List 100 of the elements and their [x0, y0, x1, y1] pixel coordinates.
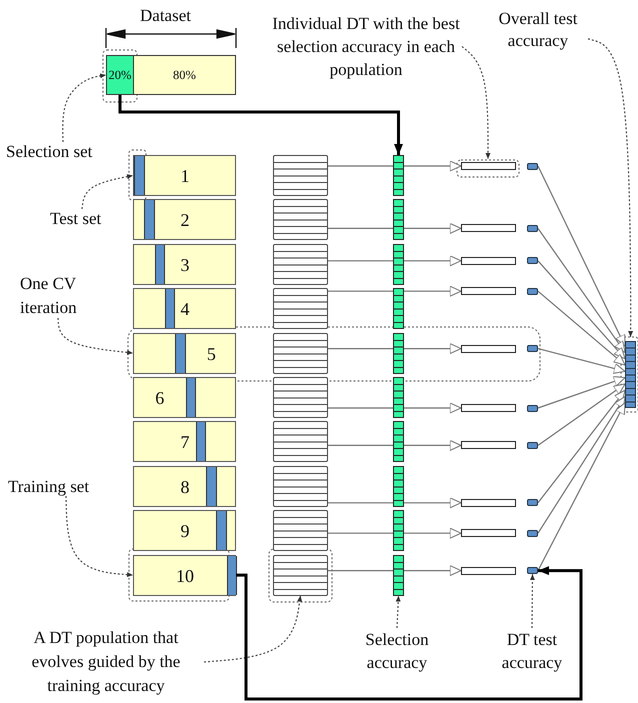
- leader-line: [204, 596, 302, 663]
- fold-row: [133, 466, 236, 507]
- selection-accuracy-column: [393, 466, 404, 507]
- fold-number: 7: [180, 432, 190, 452]
- arrow: [537, 402, 626, 571]
- selection-accuracy-column: [393, 199, 404, 240]
- arrow: [404, 160, 462, 172]
- connector-line: [328, 532, 393, 534]
- annotation-text: A DT population that evolves guided by the training accuracy: [8, 626, 204, 698]
- population-stack: [273, 155, 328, 196]
- annotation-text: One CV iteration: [20, 272, 102, 320]
- fold-row: [133, 510, 236, 552]
- arrow: [538, 290, 626, 366]
- annotation-text: Individual DT with the best selection accuracy in each population: [270, 12, 462, 81]
- decision-tree-bar: [461, 529, 516, 538]
- fold-row: [133, 554, 236, 596]
- leader-line: [462, 46, 490, 159]
- decision-tree-bar: [461, 441, 516, 450]
- decision-tree-bar: [461, 404, 516, 412]
- leader-line: [530, 574, 535, 628]
- arrow: [404, 440, 462, 451]
- arrow: [538, 396, 626, 534]
- test-accuracy-marker: [527, 442, 538, 449]
- fold-number: 5: [206, 344, 216, 364]
- arrow: [538, 348, 626, 374]
- selection-accuracy-column: [393, 155, 404, 196]
- test-accuracy-marker: [527, 345, 538, 352]
- decision-tree-bar: [461, 498, 516, 507]
- arrow: [538, 383, 626, 446]
- annotation-text: Test set: [50, 207, 102, 230]
- arrow: [118, 95, 403, 155]
- test-accuracy-marker: [527, 162, 538, 170]
- arrow: [404, 528, 462, 539]
- population-stack: [273, 466, 328, 507]
- fold-number: 8: [180, 476, 190, 497]
- connector-line: [328, 502, 393, 504]
- arrow: [538, 228, 626, 353]
- selection-accuracy-column: [393, 554, 404, 596]
- arrow: [404, 402, 462, 414]
- arrow: [236, 566, 582, 700]
- fold-number: 4: [180, 299, 190, 320]
- fold-number: 3: [180, 254, 190, 275]
- arrow: [538, 260, 626, 360]
- connector-line: [328, 570, 393, 572]
- fold-number: 10: [176, 566, 194, 586]
- arrow: [404, 343, 462, 354]
- dataset-segment: 80%: [133, 55, 236, 95]
- decision-tree-bar: [461, 344, 516, 353]
- fold-row: [133, 421, 236, 462]
- selection-accuracy-column: [393, 244, 404, 285]
- dataset-segment: 20%: [106, 55, 134, 95]
- connector-line: [328, 348, 393, 350]
- fold-row: [133, 332, 236, 374]
- test-accuracy-marker: [527, 288, 538, 295]
- fold-number: 9: [180, 521, 190, 542]
- fold-row: [133, 377, 236, 418]
- connector-line: [328, 407, 393, 409]
- population-stack: [273, 199, 328, 240]
- population-stack: [273, 288, 328, 330]
- population-stack: [273, 377, 328, 418]
- arrow: [404, 286, 462, 297]
- annotation-text: Selection set: [6, 140, 92, 163]
- selection-accuracy-column: [393, 421, 404, 462]
- test-accuracy-marker: [527, 224, 538, 232]
- leader-line: [396, 596, 401, 628]
- test-accuracy-marker: [527, 499, 538, 506]
- arrow: [538, 376, 626, 409]
- fold-row: [133, 199, 236, 240]
- arrow: [404, 497, 462, 508]
- population-stack: [273, 244, 328, 285]
- annotation-text: Overall test accuracy: [488, 8, 588, 52]
- connector-line: [328, 290, 393, 292]
- fold-row: [133, 155, 236, 196]
- arrow: [404, 255, 462, 266]
- test-accuracy-marker: [527, 530, 538, 537]
- selection-accuracy-column: [393, 288, 404, 330]
- decision-tree-bar: [461, 162, 516, 170]
- annotation-text: Training set: [8, 475, 90, 498]
- population-stack: [273, 554, 328, 596]
- fold-row: [133, 288, 236, 330]
- selection-accuracy-column: [393, 332, 404, 374]
- selection-accuracy-column: [393, 377, 404, 418]
- selection-accuracy-column: [393, 510, 404, 552]
- decision-tree-bar: [461, 224, 516, 232]
- connector-line: [328, 260, 393, 262]
- arrow: [404, 565, 462, 576]
- population-stack: [273, 510, 328, 552]
- fold-number: 6: [155, 388, 164, 408]
- population-stack: [273, 332, 328, 374]
- population-stack: [273, 421, 328, 462]
- annotation-text: Selection accuracy: [357, 628, 437, 674]
- dimension-label: Dataset: [140, 5, 191, 27]
- fold-number: 1: [180, 166, 190, 186]
- fold-number: 2: [180, 210, 190, 230]
- connector-line: [328, 228, 393, 229]
- annotation-text: DT test accuracy: [490, 628, 574, 674]
- leader-line: [57, 318, 134, 355]
- decision-tree-bar: [461, 566, 516, 575]
- test-accuracy-marker: [527, 257, 538, 264]
- connector-line: [328, 444, 393, 446]
